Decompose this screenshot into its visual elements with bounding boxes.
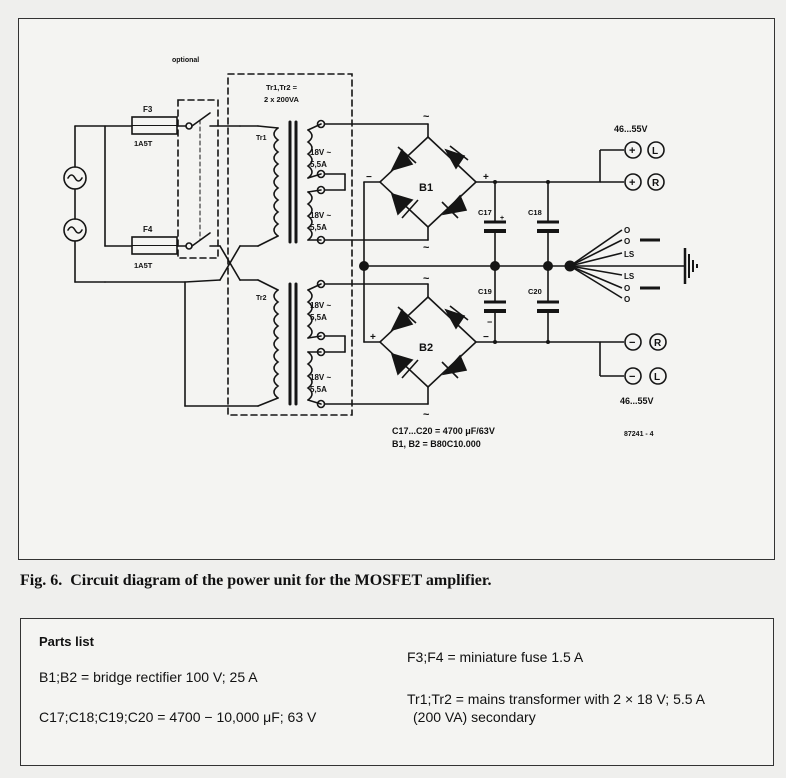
label-winding-3-current: 5,5A <box>310 313 327 322</box>
junction-dot <box>543 261 553 271</box>
label-voltage-top: 46...55V <box>614 124 648 134</box>
label-ground-term-1: O <box>624 226 630 235</box>
label-winding-2-current: 5,5A <box>310 223 327 232</box>
label-circle-l-bottom <box>649 367 667 385</box>
diode-b2-4 <box>441 354 468 376</box>
label-b1-plus: + <box>483 172 489 183</box>
label-tr1: Tr1 <box>256 135 267 142</box>
label-spec-bridges: B1, B2 = B80C10.000 <box>392 439 481 449</box>
label-circle-r-bottom <box>649 333 667 351</box>
label-voltage-bottom: 46...55V <box>620 396 654 406</box>
label-circle-l-top <box>647 141 665 159</box>
label-winding-4-current: 5,5A <box>310 385 327 394</box>
label-drawing-number: 87241 - 4 <box>624 431 654 438</box>
tr2-secondary-coil-1 <box>306 289 313 339</box>
cap-c19-plate-neg <box>484 309 506 313</box>
figure-number: Fig. 6. <box>20 572 63 589</box>
label-fuse-f4: F4 <box>143 225 153 234</box>
parts-list-item: B1;B2 = bridge rectifier 100 V; 25 A <box>39 669 258 685</box>
label-optional: optional <box>172 57 199 64</box>
label-terminal-pos-l-sign: + <box>629 145 635 157</box>
diode-b1-4 <box>441 194 468 216</box>
diode-b2-1 <box>390 308 414 332</box>
diode-b1-3 <box>390 192 414 216</box>
label-cap-c17: C17 <box>478 208 492 217</box>
label-winding-1-current: 5,5A <box>310 160 327 169</box>
optional-switch-box <box>177 99 219 259</box>
terminal-neg-l <box>624 367 642 385</box>
diode-b1-1 <box>390 148 414 172</box>
label-cap-c20: C20 <box>528 287 542 296</box>
label-spec-caps: C17...C20 = 4700 μF/63V <box>392 426 495 436</box>
label-ac-b2-top: ~ <box>423 273 430 285</box>
label-fuse-f3: F3 <box>143 105 153 114</box>
junction-dot <box>490 261 500 271</box>
label-tr2: Tr2 <box>256 295 267 302</box>
cap-c18-plate-neg <box>537 229 559 233</box>
label-ac-b1-top: ~ <box>423 111 430 123</box>
label-cap-c19-minus: − <box>487 317 492 327</box>
junction-dot <box>359 261 369 271</box>
figure-caption-text: Circuit diagram of the power unit for th… <box>70 572 492 589</box>
label-winding-4-voltage: 18V ~ <box>310 373 331 382</box>
label-ground-term-5: O <box>624 284 630 293</box>
cap-c17-plate-neg <box>484 229 506 233</box>
cap-c20-plate-neg <box>537 309 559 313</box>
label-winding-2-voltage: 18V ~ <box>310 211 331 220</box>
circuit-diagram: optional Tr1,Tr2 = 2 x 200VA F3 1A5T F4 … <box>63 57 698 449</box>
ac-source-2-wave <box>67 226 83 234</box>
label-ac-b1-bottom: ~ <box>423 242 430 254</box>
diode-b2-3 <box>390 352 414 376</box>
transformer-enclosure <box>227 73 353 416</box>
label-b2-minus: − <box>483 332 489 343</box>
label-ac-b2-bottom: ~ <box>423 409 430 421</box>
switch-lever-2 <box>191 232 211 247</box>
label-terminal-neg-l-sign: − <box>629 371 635 383</box>
diode-b2-2 <box>444 308 466 330</box>
label-ground-term-2: O <box>624 237 630 246</box>
label-terminal-pos-r-sign: + <box>629 177 635 189</box>
terminal-pos-r <box>624 173 642 191</box>
terminal-neg-r <box>624 333 642 351</box>
parts-list-item: F3;F4 = miniature fuse 1.5 A <box>407 649 584 665</box>
label-fuse-f4-rating: 1A5T <box>134 261 153 270</box>
parts-list-item: (200 VA) secondary <box>413 709 536 725</box>
label-pos-r: R <box>652 178 660 189</box>
label-cap-c18: C18 <box>528 208 542 217</box>
label-winding-3-voltage: 18V ~ <box>310 301 331 310</box>
label-ground-term-3: LS <box>624 250 635 259</box>
tr1-secondary-coil-2 <box>306 191 313 241</box>
label-terminal-neg-r-sign: − <box>629 337 635 349</box>
label-circle-r-top <box>647 173 665 191</box>
parts-list-item: C17;C18;C19;C20 = 4700 − 10,000 μF; 63 V <box>39 709 317 725</box>
ac-source-1-wave <box>67 174 83 182</box>
tr1-primary-coil <box>273 127 280 237</box>
label-pos-l: L <box>652 146 658 157</box>
label-transformer-header-2: 2 x 200VA <box>264 95 299 104</box>
label-bridge-b1: B1 <box>419 182 433 194</box>
tr2-primary-coil <box>273 289 280 399</box>
label-winding-1-voltage: 18V ~ <box>310 148 331 157</box>
tr2-secondary-coil-2 <box>306 351 313 401</box>
parts-list-item: Tr1;Tr2 = mains transformer with 2 × 18 … <box>407 691 706 707</box>
parts-list-box: Parts list B1;B2 = bridge rectifier 100 … <box>20 618 774 766</box>
label-fuse-f3-rating: 1A5T <box>134 139 153 148</box>
terminal-pos-l <box>624 141 642 159</box>
label-bridge-b2: B2 <box>419 342 433 354</box>
tr1-secondary-coil-1 <box>306 129 313 179</box>
switch-lever-1 <box>191 112 211 127</box>
label-ground-term-4: LS <box>624 272 635 281</box>
label-b2-plus: + <box>370 332 376 343</box>
label-neg-r: R <box>654 338 662 349</box>
label-transformer-header-1: Tr1,Tr2 = <box>266 83 298 92</box>
parts-list-title: Parts list <box>39 634 94 649</box>
label-b1-minus: − <box>366 172 372 183</box>
label-cap-c17-plus: + <box>500 215 504 222</box>
label-neg-l: L <box>654 372 660 383</box>
figure-caption: Fig. 6. Circuit diagram of the power unit… <box>20 572 770 590</box>
label-ground-term-6: O <box>624 295 630 304</box>
label-cap-c19: C19 <box>478 287 492 296</box>
diode-b1-2 <box>444 148 466 170</box>
